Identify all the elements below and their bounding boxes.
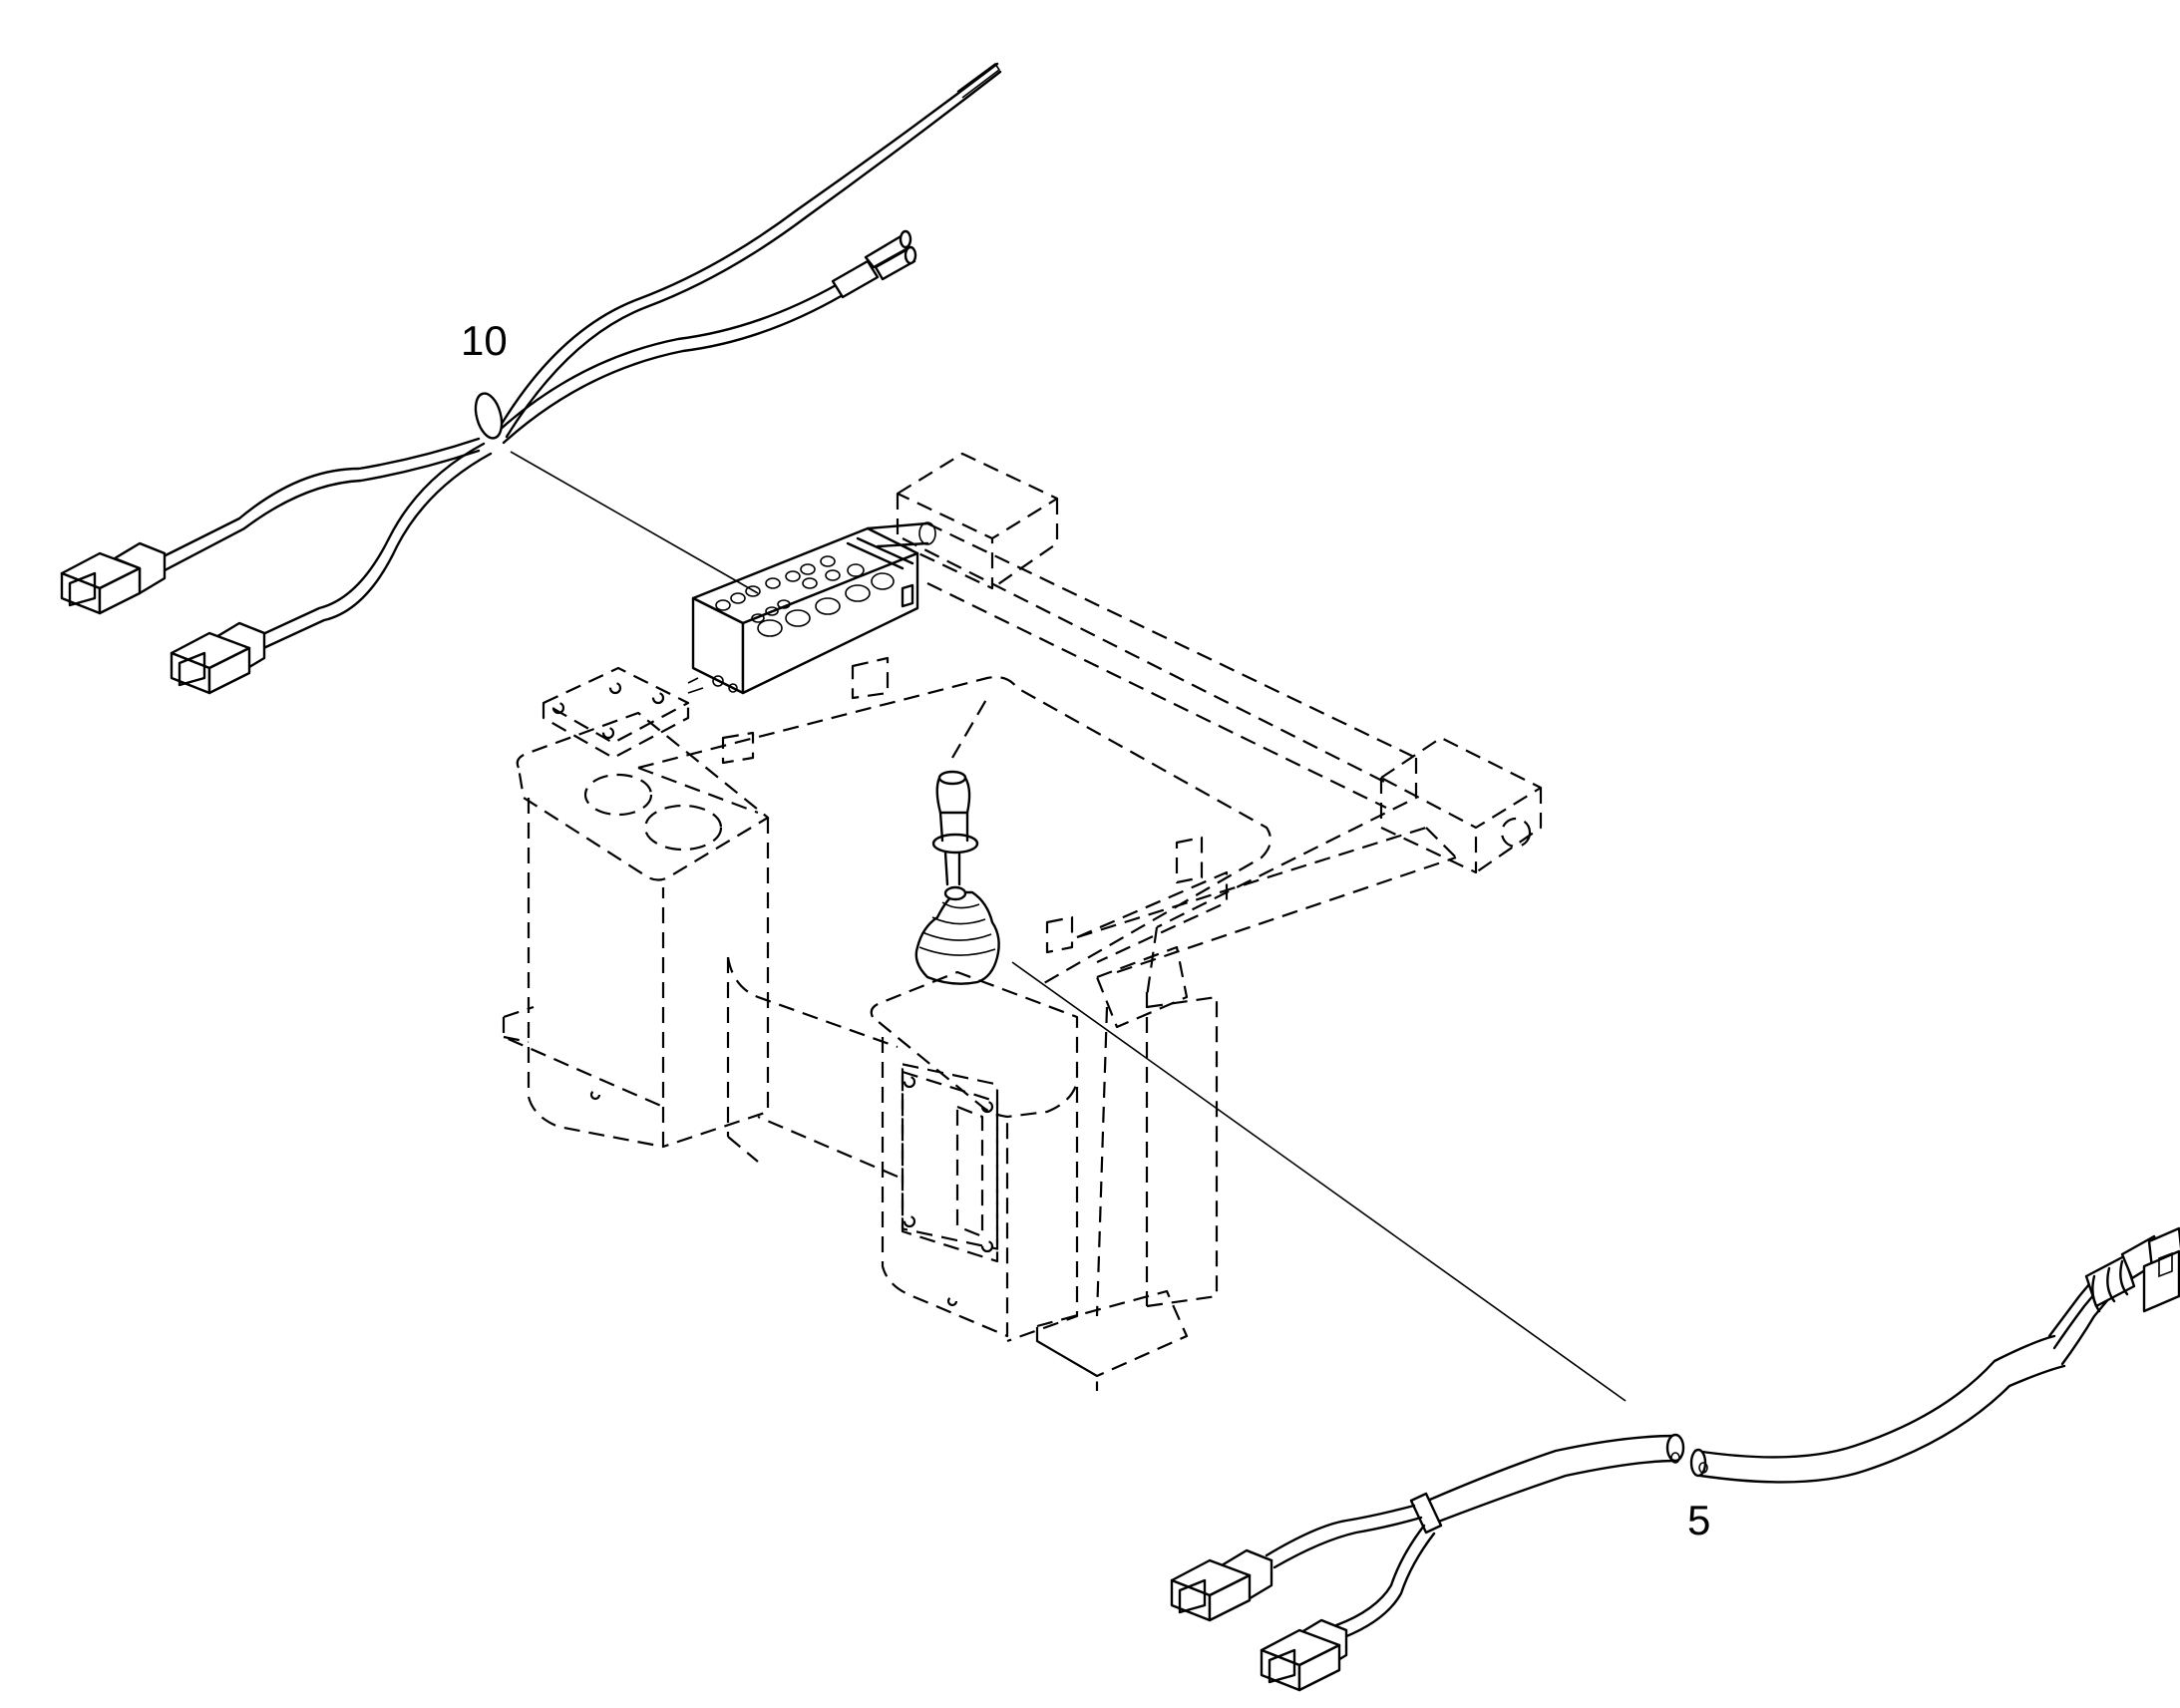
- callout-10: 10: [461, 317, 508, 364]
- callout-5: 5: [1687, 1497, 1710, 1543]
- mounting-frame: [502, 452, 1543, 1391]
- valve-block: [687, 521, 936, 695]
- wire-harness-10: 10: [60, 62, 1002, 695]
- wire-harness-5: 5: [1011, 961, 2180, 1692]
- joystick-console: [870, 697, 1079, 1343]
